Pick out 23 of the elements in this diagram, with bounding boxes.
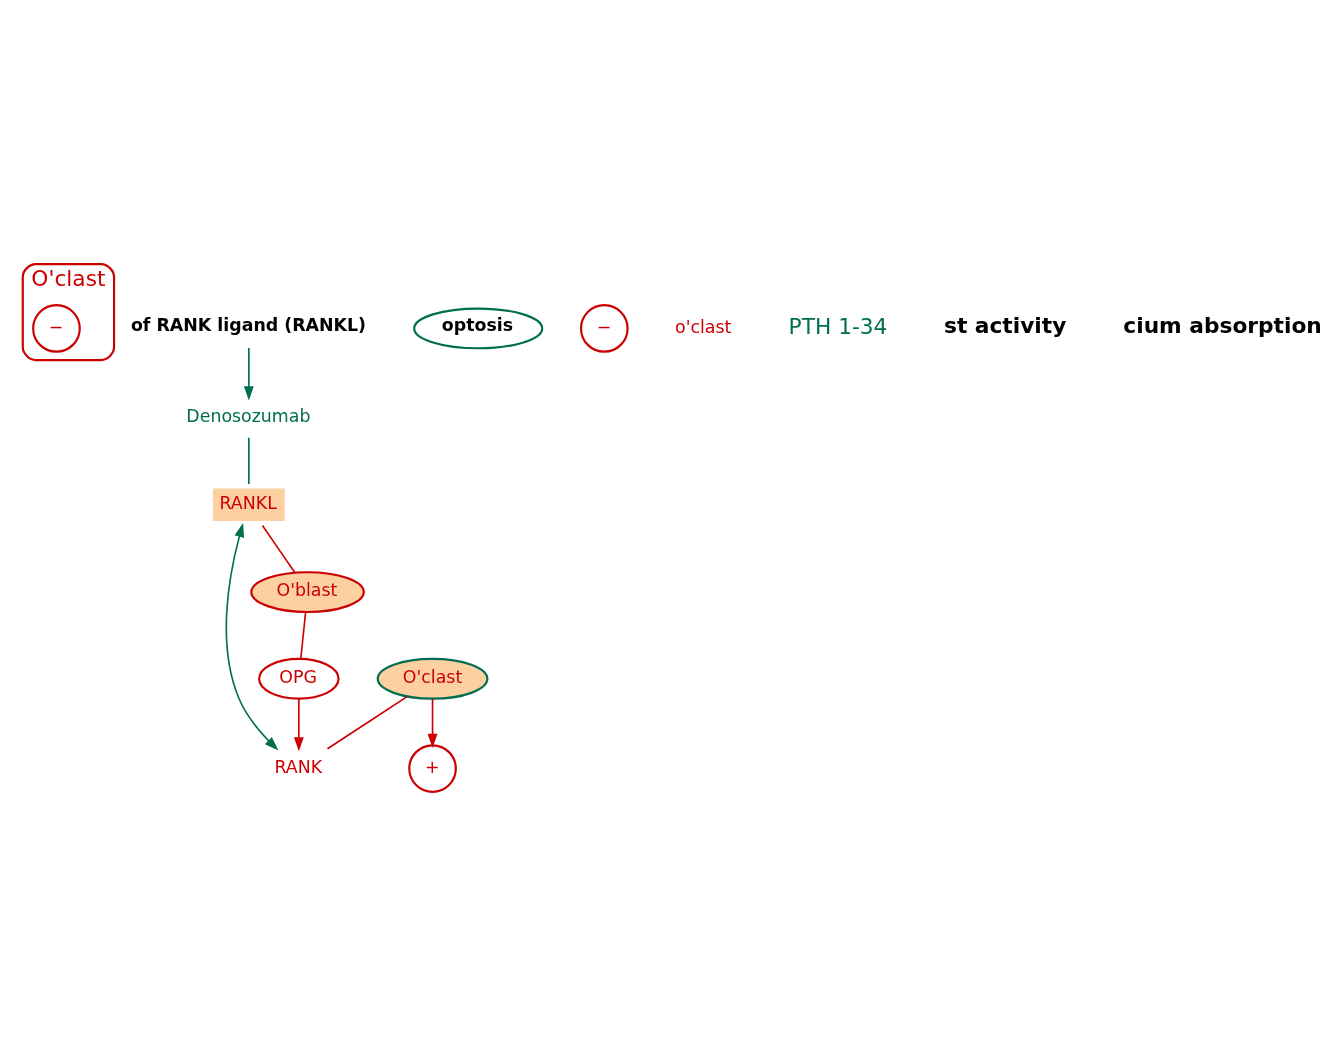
- connector: [247, 436, 250, 485]
- node-ellipse: OPG: [257, 657, 340, 700]
- node-box: RANKL: [212, 488, 285, 522]
- connector: [261, 524, 296, 574]
- connector: [299, 611, 306, 660]
- node-ellipse: O'clast: [376, 657, 488, 700]
- node-circle: −: [31, 304, 81, 353]
- label: cium absorption: [1122, 312, 1322, 338]
- connector: [326, 695, 408, 750]
- label: st activity: [943, 312, 1066, 338]
- node-ellipse: O'blast: [249, 571, 365, 614]
- node-ellipse: optosis: [412, 307, 543, 350]
- node-text: RANK: [273, 756, 322, 777]
- node-text: of RANK ligand (RANKL): [130, 315, 366, 336]
- node-text: Denosozumab: [185, 405, 310, 426]
- node-circle: −: [579, 304, 629, 353]
- arrow: [293, 698, 304, 752]
- label: PTH 1-34: [788, 313, 887, 339]
- arrow: [243, 347, 254, 401]
- arrow: [225, 523, 278, 751]
- node-label: o'clast: [674, 316, 731, 337]
- arrow: [427, 698, 437, 748]
- node-circle: +: [407, 744, 457, 793]
